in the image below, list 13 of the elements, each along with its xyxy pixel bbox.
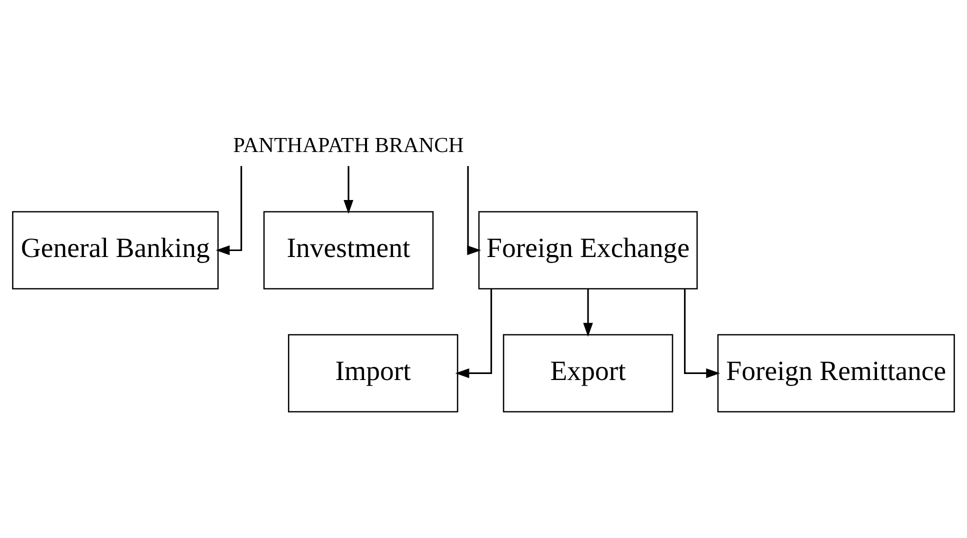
- arrow: [455, 288, 492, 378]
- arrow: [684, 288, 720, 378]
- node-box: Export: [502, 334, 674, 412]
- node-box: Foreign Remittance: [717, 334, 955, 412]
- arrow: [467, 166, 482, 255]
- arrow: [344, 166, 354, 214]
- arrow: [583, 288, 593, 336]
- node-box: General Banking: [12, 210, 219, 289]
- node-box: Import: [288, 334, 458, 412]
- node-text: PANTHAPATH BRANCH: [233, 132, 464, 156]
- node-box: Foreign Exchange: [478, 210, 698, 289]
- node-box: Investment: [263, 210, 434, 289]
- arrow: [216, 166, 242, 255]
